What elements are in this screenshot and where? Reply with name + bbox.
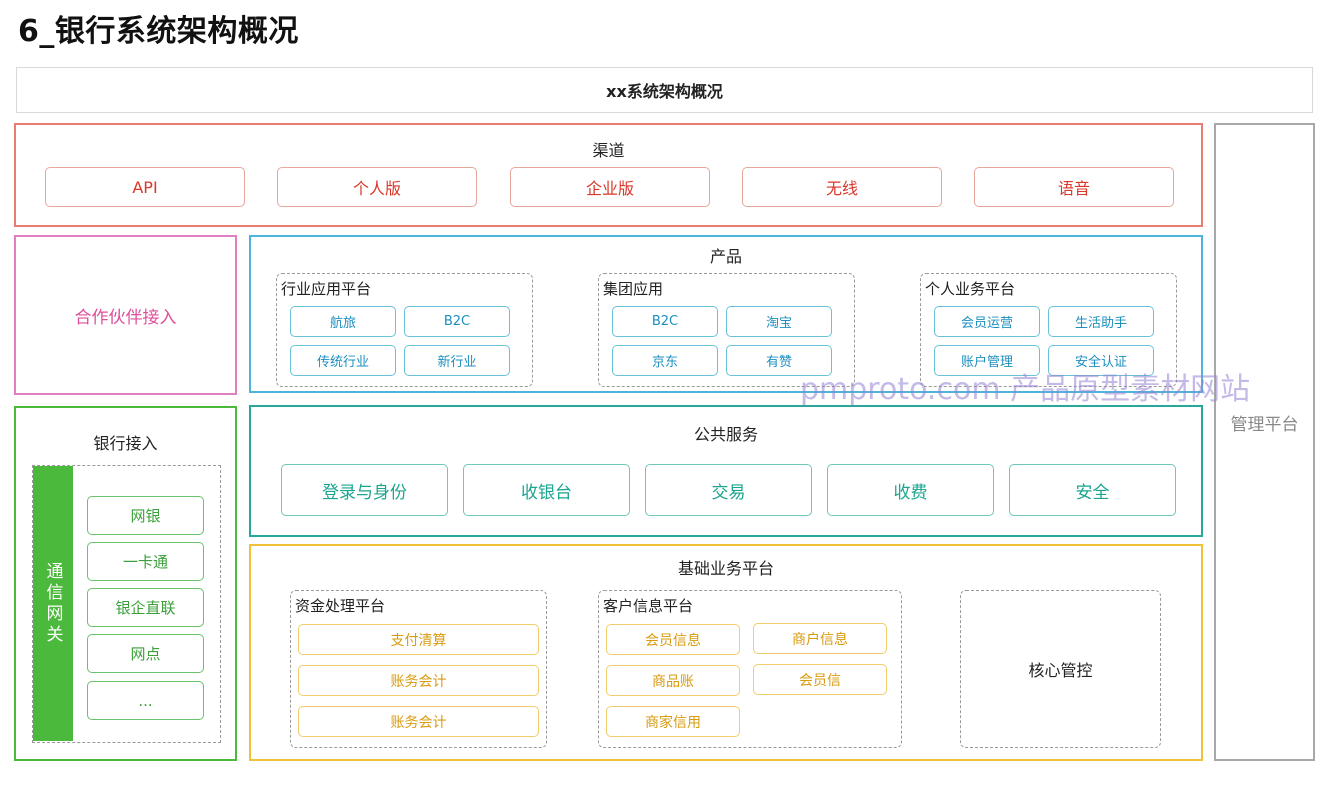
channel-wireless[interactable]: 无线: [742, 167, 942, 207]
product-item[interactable]: B2C: [612, 306, 718, 337]
product-item[interactable]: 新行业: [404, 345, 510, 376]
product-group-industry-title: 行业应用平台: [281, 280, 372, 298]
service-fee[interactable]: 收费: [827, 464, 994, 516]
product-item[interactable]: 传统行业: [290, 345, 396, 376]
partner-access-label: 合作伙伴接入: [74, 307, 177, 328]
system-title-bar: xx系统架构概况: [16, 67, 1313, 113]
bank-item[interactable]: ...: [87, 681, 204, 720]
product-item[interactable]: B2C: [404, 306, 510, 337]
product-item[interactable]: 京东: [612, 345, 718, 376]
channel-voice[interactable]: 语音: [974, 167, 1174, 207]
product-group-personal: 个人业务平台 会员运营 生活助手 账户管理 安全认证: [920, 273, 1177, 387]
product-group-corporate: 集团应用 B2C 淘宝 京东 有赞: [598, 273, 855, 387]
watermark-text: pmproto.com 产品原型素材网站: [800, 372, 1251, 407]
management-platform-frame: 管理平台: [1214, 123, 1315, 761]
product-group-personal-title: 个人业务平台: [925, 280, 1016, 298]
bank-item[interactable]: 银企直联: [87, 588, 204, 627]
base-platform-frame: 基础业务平台 资金处理平台 支付清算 账务会计 账务会计 客户信息平台 会员信息…: [249, 544, 1203, 761]
service-cashier[interactable]: 收银台: [463, 464, 630, 516]
product-item[interactable]: 航旅: [290, 306, 396, 337]
partner-access-frame: 合作伙伴接入: [14, 235, 237, 395]
product-group-corporate-title: 集团应用: [603, 280, 664, 298]
customer-item[interactable]: 商家信用: [606, 706, 740, 737]
funds-platform-group: 资金处理平台 支付清算 账务会计 账务会计: [290, 590, 547, 748]
product-item[interactable]: 账户管理: [934, 345, 1040, 376]
bank-item[interactable]: 网银: [87, 496, 204, 535]
product-item[interactable]: 生活助手: [1048, 306, 1154, 337]
gateway-bar: 通信网关: [33, 466, 73, 741]
channel-personal[interactable]: 个人版: [277, 167, 477, 207]
core-control-label: 核心管控: [1028, 661, 1093, 680]
bank-access-group: 通信网关 网银 一卡通 银企直联 网点 ...: [32, 465, 221, 743]
customer-item[interactable]: 会员信息: [606, 624, 740, 655]
product-item[interactable]: 安全认证: [1048, 345, 1154, 376]
customer-item[interactable]: 商户信息: [753, 623, 887, 654]
product-item[interactable]: 淘宝: [726, 306, 832, 337]
core-control-box: 核心管控: [960, 590, 1161, 748]
system-title: xx系统架构概况: [606, 82, 723, 101]
funds-item[interactable]: 账务会计: [298, 706, 539, 737]
bank-access-title: 银行接入: [93, 434, 158, 453]
product-item[interactable]: 会员运营: [934, 306, 1040, 337]
bank-access-frame: 银行接入 通信网关 网银 一卡通 银企直联 网点 ...: [14, 406, 237, 761]
product-frame: 产品 行业应用平台 航旅 B2C 传统行业 新行业 集团应用 B2C 淘宝 京东…: [249, 235, 1203, 393]
customer-item[interactable]: 会员信: [753, 664, 887, 695]
channel-enterprise[interactable]: 企业版: [510, 167, 710, 207]
channel-api[interactable]: API: [45, 167, 245, 207]
service-security[interactable]: 安全: [1009, 464, 1176, 516]
management-platform-label: 管理平台: [1230, 414, 1299, 435]
customer-info-group: 客户信息平台 会员信息 商户信息 商品账 会员信 商家信用: [598, 590, 902, 748]
service-transaction[interactable]: 交易: [645, 464, 812, 516]
public-service-title: 公共服务: [693, 425, 758, 444]
customer-item[interactable]: 商品账: [606, 665, 740, 696]
service-login-identity[interactable]: 登录与身份: [281, 464, 448, 516]
gateway-label: 通信网关: [42, 561, 63, 646]
bank-item[interactable]: 网点: [87, 634, 204, 673]
channel-frame: 渠道 API 个人版 企业版 无线 语音: [14, 123, 1203, 227]
public-service-frame: 公共服务 登录与身份 收银台 交易 收费 安全: [249, 405, 1203, 537]
product-item[interactable]: 有赞: [726, 345, 832, 376]
bank-item[interactable]: 一卡通: [87, 542, 204, 581]
funds-platform-title: 资金处理平台: [295, 597, 386, 615]
customer-info-title: 客户信息平台: [603, 597, 694, 615]
page-title: 6_银行系统架构概况: [18, 14, 299, 49]
funds-item[interactable]: 账务会计: [298, 665, 539, 696]
channel-title: 渠道: [592, 141, 625, 160]
base-platform-title: 基础业务平台: [677, 559, 774, 578]
product-group-industry: 行业应用平台 航旅 B2C 传统行业 新行业: [276, 273, 533, 387]
product-title: 产品: [709, 247, 742, 266]
funds-item[interactable]: 支付清算: [298, 624, 539, 655]
